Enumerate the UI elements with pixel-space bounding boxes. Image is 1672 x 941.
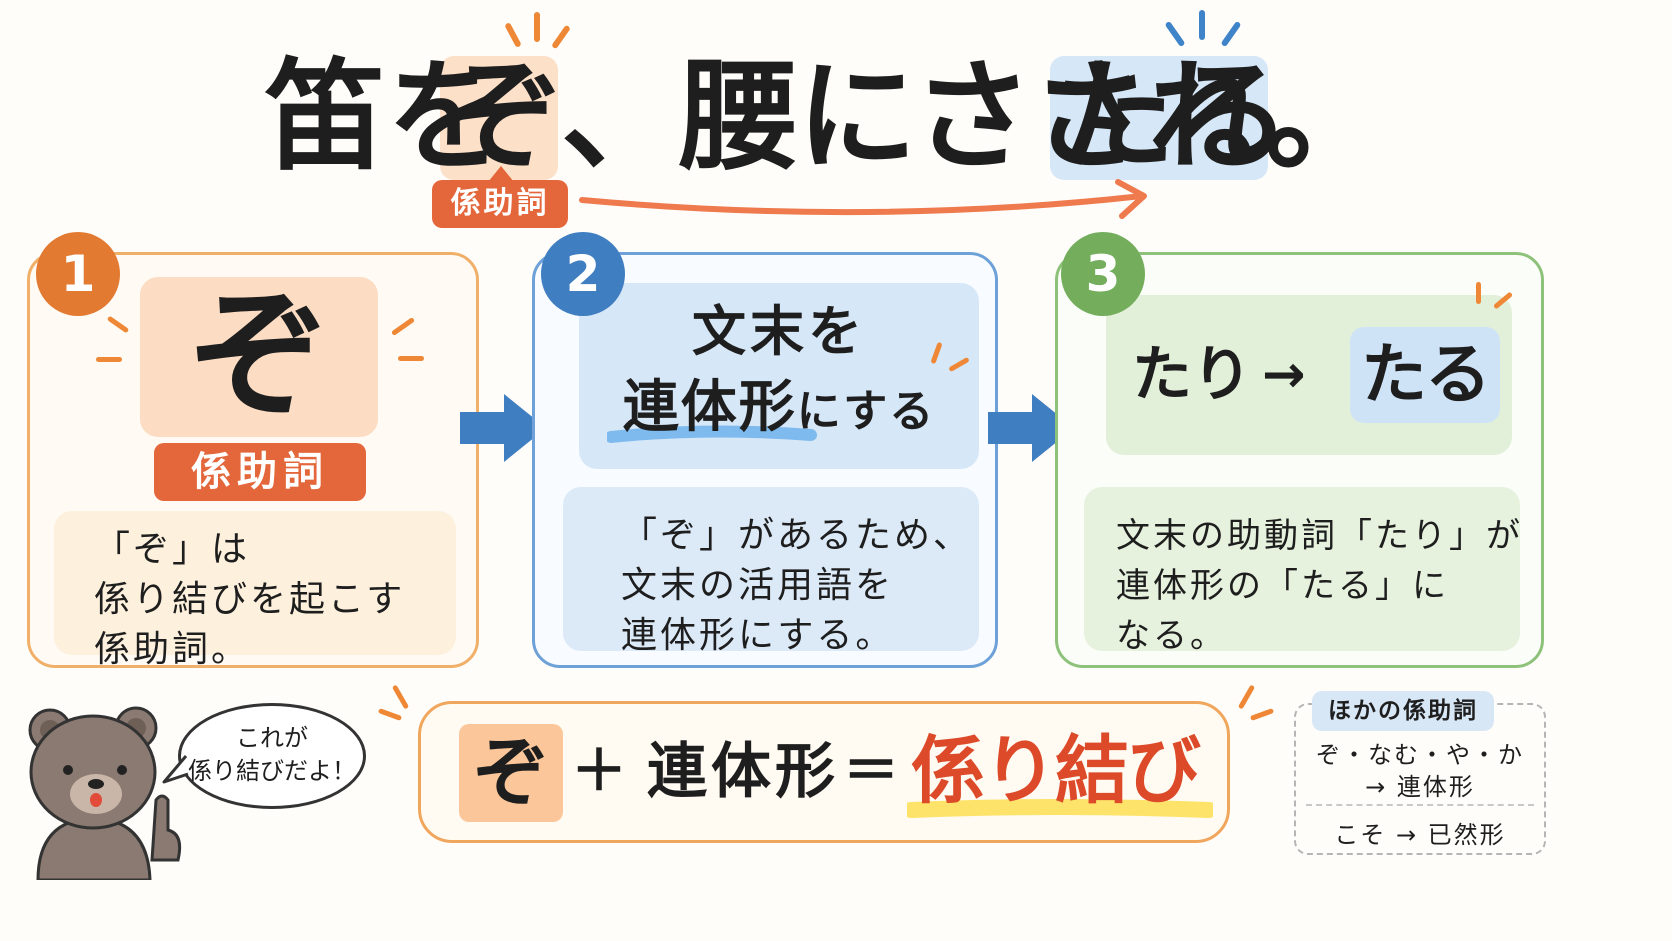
step1-panel: ぞ 係助詞 「ぞ」は 係り結びを起こす 係助詞。 bbox=[27, 252, 479, 670]
step1-highlight-char: ぞ bbox=[188, 275, 329, 438]
step2-heading-line1: 文末を bbox=[692, 300, 866, 363]
step2-heading-em: 連体形 bbox=[622, 375, 797, 440]
step3-from: たり bbox=[1132, 340, 1252, 410]
step3-note: 文末の助動詞「たり」が 連体形の「たる」に なる。 bbox=[1084, 487, 1523, 656]
step1-note-line1: 「ぞ」は bbox=[94, 529, 251, 570]
step3-note-line1: 文末の助動詞「たり」が bbox=[1116, 516, 1523, 556]
formula-term2: 連体形 bbox=[647, 737, 839, 807]
link-arrow bbox=[579, 179, 1147, 219]
step2-heading-line2: 連体形にする bbox=[579, 373, 979, 456]
step1-number-badge: 1 bbox=[36, 232, 120, 316]
title-part5: 。 bbox=[1265, 48, 1387, 187]
other-particles-box: ほかの係助詞 ぞ・なむ・や・か → 連体形 こそ → 已然形 bbox=[1294, 691, 1546, 855]
formula-term1: ぞ bbox=[473, 728, 549, 817]
step1-note-line3: 係助詞。 bbox=[94, 629, 251, 670]
title-part2: ぞ bbox=[443, 48, 565, 187]
title-highlight-zo bbox=[440, 56, 558, 180]
formula-plus: ＋ bbox=[571, 739, 627, 804]
formula-term1-highlight bbox=[459, 724, 563, 822]
step3-arrow: → bbox=[1262, 345, 1306, 405]
formula-equals: ＝ bbox=[843, 739, 899, 804]
title-part3: 、腰にさされ bbox=[561, 48, 1269, 187]
step1-note: 「ぞ」は 係り結びを起こす 係助詞。 bbox=[54, 511, 456, 670]
step2-note-line1: 「ぞ」があるため、 bbox=[621, 515, 973, 556]
step1-tag-kakarijoshi: 係助詞 bbox=[154, 443, 366, 501]
title-part1: 笛を bbox=[265, 48, 509, 187]
formula-result: 係り結び bbox=[911, 728, 1201, 814]
title-tag-pointer bbox=[488, 166, 514, 182]
step3-panel: たり → たる 文末の助動詞「たり」が 連体形の「たる」に なる。 bbox=[1055, 252, 1544, 668]
step2-number-badge: 2 bbox=[541, 232, 625, 316]
speech-bubble-tail bbox=[162, 755, 189, 784]
step2-panel: 文末を 連体形にする 「ぞ」があるため、 文末の活用語を 連体形にする。 bbox=[532, 252, 998, 668]
bubble-line2: 係り結びだよ！ bbox=[188, 757, 356, 785]
step3-to-highlight bbox=[1350, 327, 1500, 423]
bear-character bbox=[28, 706, 182, 880]
step2-heading-rest: にする bbox=[796, 386, 936, 437]
step2-underline bbox=[607, 425, 817, 443]
step-arrow-1-2 bbox=[460, 394, 546, 462]
other-particles-divider bbox=[1306, 804, 1534, 806]
formula-result-underline bbox=[907, 799, 1213, 818]
title-part4: たる bbox=[1055, 48, 1291, 187]
title-sentence: 笛を ぞ 、腰にさされ たる 。 bbox=[265, 48, 1425, 188]
bubble-line1: これが bbox=[236, 724, 308, 752]
step2-note-line3: 連体形にする。 bbox=[621, 615, 895, 656]
step1-highlight-box bbox=[140, 277, 378, 437]
other-particles-line3: こそ → 已然形 bbox=[1334, 821, 1506, 849]
step3-note-line3: なる。 bbox=[1116, 616, 1227, 656]
step3-to: たる bbox=[1361, 336, 1491, 413]
other-particles-line2: → 連体形 bbox=[1365, 773, 1475, 801]
step2-note-line2: 文末の活用語を bbox=[621, 565, 895, 606]
step3-number-badge: 3 bbox=[1061, 232, 1145, 316]
other-particles-line1: ぞ・なむ・や・か bbox=[1316, 741, 1524, 769]
other-particles-title: ほかの係助詞 bbox=[1312, 691, 1494, 731]
step3-note-line2: 連体形の「たる」に bbox=[1116, 566, 1449, 606]
step1-note-line2: 係り結びを起こす bbox=[94, 579, 406, 620]
step-arrow-2-3 bbox=[988, 394, 1074, 462]
title-tag-kakarijoshi: 係助詞 bbox=[432, 180, 568, 228]
step2-note: 「ぞ」があるため、 文末の活用語を 連体形にする。 bbox=[563, 487, 979, 656]
title-highlight-taru bbox=[1050, 56, 1268, 180]
formula-box: ぞ ＋ 連体形 ＝ 係り結び bbox=[418, 701, 1230, 843]
speech-bubble: これが 係り結びだよ！ bbox=[178, 703, 366, 809]
